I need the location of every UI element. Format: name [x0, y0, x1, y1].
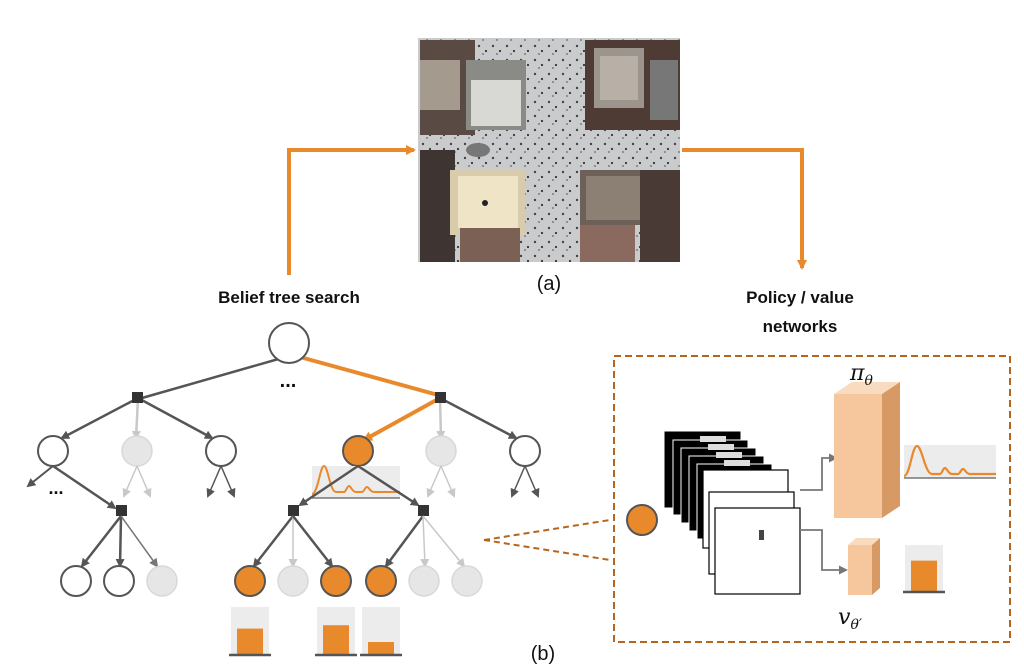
belief-node — [509, 435, 541, 467]
arrow-scene-to-network — [682, 148, 807, 270]
left-ellipsis: ... — [48, 478, 63, 498]
input-frame-stack — [664, 431, 801, 595]
value-bar — [368, 642, 394, 655]
belief-tree-search-label: Belief tree search — [218, 288, 360, 307]
input-belief-node — [626, 504, 658, 536]
root-belief-node — [268, 322, 310, 364]
action-node — [418, 505, 429, 516]
panel-a-caption: (a) — [537, 273, 561, 295]
belief-node-active — [342, 435, 374, 467]
belief-node-gray — [121, 435, 153, 467]
belief-node-active — [234, 565, 266, 597]
network-detail-box — [613, 355, 1011, 643]
tree-edge — [141, 356, 283, 400]
value-head-layer — [848, 538, 880, 595]
belief-node-active — [320, 565, 352, 597]
policy-symbol: πθ — [849, 361, 873, 389]
belief-tree: ... ... — [26, 322, 541, 657]
belief-node-gray — [146, 565, 178, 597]
value-symbol: vθ′ — [838, 605, 863, 633]
policy-distribution-backdrop — [312, 466, 400, 498]
policy-connector — [800, 453, 838, 491]
belief-node — [60, 565, 92, 597]
zoom-connector-top — [483, 519, 611, 541]
belief-node — [37, 435, 69, 467]
belief-node — [205, 435, 237, 467]
policy-value-label-line1: Policy / value — [746, 288, 854, 307]
value-connector — [800, 529, 848, 575]
belief-node-gray — [277, 565, 309, 597]
value-output-bar — [911, 560, 937, 591]
arrow-tree-to-scene — [287, 145, 416, 275]
policy-output-curve — [903, 444, 996, 478]
zoom-connector-bottom — [483, 539, 611, 561]
value-bar — [237, 628, 263, 655]
belief-node-gray — [408, 565, 440, 597]
belief-node-active — [365, 565, 397, 597]
action-node — [116, 505, 127, 516]
policy-value-label-line2: networks — [763, 317, 838, 336]
action-node — [132, 392, 143, 403]
belief-node-gray — [425, 435, 457, 467]
panel-b-caption: (b) — [531, 643, 555, 665]
policy-head-layer — [834, 382, 900, 518]
action-node-highlight — [435, 392, 446, 403]
value-bars — [229, 607, 402, 657]
belief-node-gray — [451, 565, 483, 597]
tree-edge-highlight — [299, 355, 439, 397]
action-node — [288, 505, 299, 516]
policy-distribution-curve — [311, 464, 400, 495]
value-bar — [323, 625, 349, 655]
root-ellipsis: ... — [280, 370, 297, 392]
aerial-scene-image — [418, 38, 680, 262]
belief-node — [103, 565, 135, 597]
